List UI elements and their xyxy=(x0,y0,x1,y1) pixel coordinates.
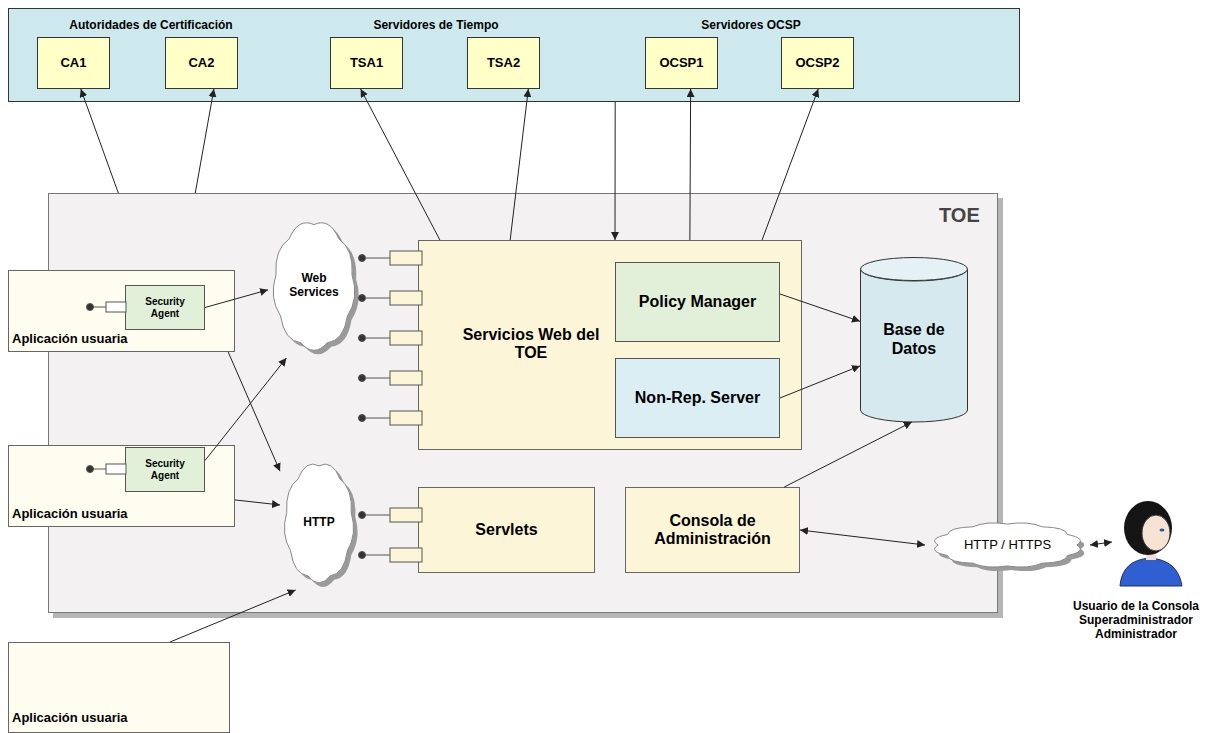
node-label: Security Agent xyxy=(137,458,193,481)
connector-arrow xyxy=(361,89,440,240)
service-port xyxy=(359,411,423,425)
user-caption: Usuario de la Consola Superadministrador… xyxy=(1064,600,1208,641)
client-app-box: Aplicación usuaria Security Agent xyxy=(8,445,235,527)
node-label: Web Services xyxy=(283,272,345,300)
service-port xyxy=(359,331,423,345)
node-label: CA2 xyxy=(188,56,214,71)
server-box: CA1 xyxy=(37,37,110,89)
group-heading: Servidores OCSP xyxy=(646,19,856,33)
node-label: Policy Manager xyxy=(639,293,756,311)
node-label: OCSP2 xyxy=(795,56,839,71)
protocol-cloud: Web Services xyxy=(268,213,360,358)
database-cylinder: Base de Datos xyxy=(860,257,968,422)
node-label: Aplicación usuaria xyxy=(12,507,212,522)
server-box: OCSP2 xyxy=(781,37,854,89)
servlet-port xyxy=(359,508,423,522)
service-band: Autoridades de Certificación Servidores d… xyxy=(8,8,1020,102)
boundary-label: TOE xyxy=(939,204,993,227)
cloud-outline xyxy=(273,223,355,351)
node-label: HTTP / HTTPS xyxy=(964,538,1051,553)
connector-arrow xyxy=(205,358,286,461)
server-box: OCSP1 xyxy=(645,37,718,89)
node-label: TSA2 xyxy=(487,56,520,71)
cloud-outline xyxy=(935,523,1081,567)
node-label: HTTP xyxy=(303,516,334,530)
group-heading: Servidores de Tiempo xyxy=(331,19,541,33)
node-label: Servlets xyxy=(475,521,537,539)
connector-arrow xyxy=(780,294,860,321)
user-hair xyxy=(1124,501,1172,555)
agent-box: Security Agent xyxy=(125,447,205,492)
service-box: Servicios Web del TOE Policy ManagerNon-R… xyxy=(418,240,802,450)
protocol-cloud: HTTP / HTTPS xyxy=(925,520,1090,570)
connector-arrow xyxy=(228,352,280,471)
server-box: CA2 xyxy=(165,37,238,89)
service-port xyxy=(359,291,423,305)
user-figure-outline xyxy=(1112,498,1188,586)
connector-arrow xyxy=(784,422,912,487)
connector-arrow xyxy=(510,89,528,240)
server-box: TSA1 xyxy=(330,37,403,89)
client-app-box: Aplicación usuaria Security Agent xyxy=(8,270,235,352)
node-label: CA1 xyxy=(60,56,86,71)
user-figure: Usuario de la Consola Superadministrador… xyxy=(1112,498,1188,586)
node-label: Aplicación usuaria xyxy=(12,332,212,347)
user-face xyxy=(1142,515,1170,551)
agent-port xyxy=(87,302,127,312)
node-label: TSA1 xyxy=(350,56,383,71)
protocol-cloud: HTTP xyxy=(280,455,358,590)
server-box: TSA2 xyxy=(467,37,540,89)
user-shirt xyxy=(1120,558,1182,586)
component-box: Policy Manager xyxy=(615,262,780,342)
agent-port xyxy=(87,464,127,474)
connector-arrow xyxy=(81,89,119,193)
cylinder-top xyxy=(861,258,968,281)
group-heading: Autoridades de Certificación xyxy=(36,19,266,33)
connector-arrow xyxy=(1090,542,1112,545)
connector-arrow xyxy=(800,530,925,545)
component-box: Non-Rep. Server xyxy=(615,358,780,438)
servlet-port xyxy=(359,548,423,562)
user-eye xyxy=(1160,529,1165,532)
node-label: Consola de Administración xyxy=(638,512,788,549)
agent-box: Security Agent xyxy=(125,285,205,330)
connector-arrow xyxy=(780,366,860,398)
node-label: Aplicación usuaria xyxy=(12,711,212,726)
system-boundary: TOE Web ServicesHTTP Servicios Web del TOE… xyxy=(48,193,998,613)
node-label: Security Agent xyxy=(137,296,193,319)
connector-arrow xyxy=(170,590,296,642)
connector-arrow xyxy=(614,102,615,240)
servlet-box: Servlets xyxy=(418,487,595,573)
connector-arrow xyxy=(235,500,280,505)
cylinder-body xyxy=(861,269,968,422)
service-port xyxy=(359,371,423,385)
connector-arrow xyxy=(205,290,268,308)
connector-arrow xyxy=(689,89,691,240)
client-app-box: Aplicación usuaria xyxy=(8,642,230,733)
node-label: Base de Datos xyxy=(868,321,960,358)
console-box: Consola de Administración xyxy=(625,487,800,573)
service-port xyxy=(359,251,423,265)
node-label: OCSP1 xyxy=(659,56,703,71)
node-label: Servicios Web del TOE xyxy=(456,326,606,363)
connector-arrow xyxy=(195,89,214,193)
node-label: Non-Rep. Server xyxy=(635,389,760,407)
connector-arrow xyxy=(762,89,818,240)
cloud-outline xyxy=(284,464,353,583)
